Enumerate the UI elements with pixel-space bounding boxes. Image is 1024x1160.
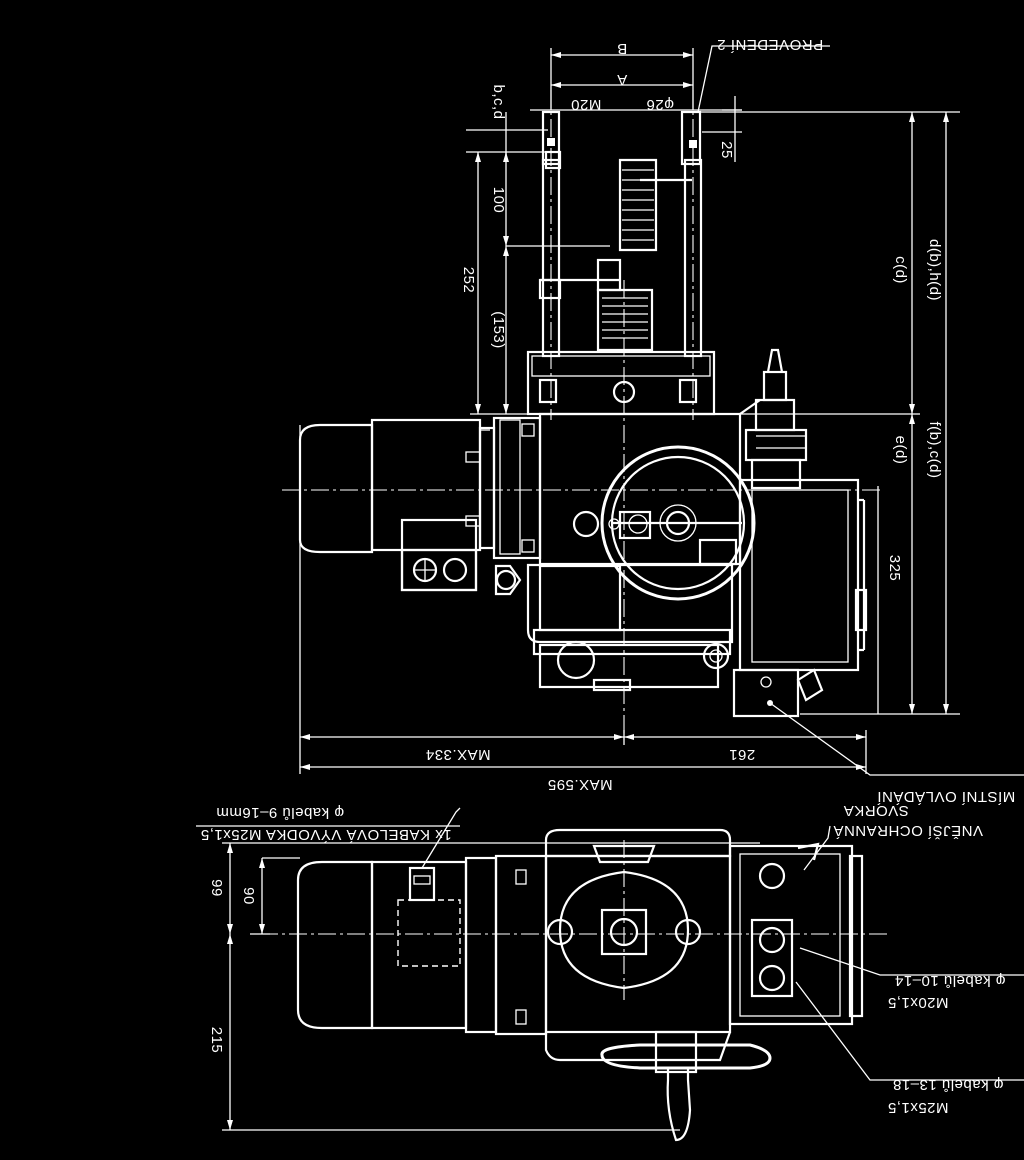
label-fbc: f(b),c(d) [926, 422, 943, 479]
label-261: 261 [729, 746, 756, 763]
label-provedeni: PROVEDENÍ 2 [717, 36, 823, 53]
lifting-mechanism [526, 110, 716, 416]
label-100: 100 [490, 187, 507, 214]
label-kab-vyvodka: 1x KABELOVÁ VÝVODKA M25x1,5 [200, 826, 451, 843]
label-99: 99 [208, 879, 225, 897]
label-325: 325 [886, 555, 903, 582]
label-m20: M20 [571, 96, 602, 113]
label-90: 90 [240, 887, 257, 905]
motor-terminal-box [400, 518, 478, 592]
lower-top-view [260, 828, 890, 1142]
label-max595: MAX.595 [547, 776, 612, 793]
motor-top [296, 856, 498, 1034]
electric-motor [298, 418, 496, 554]
control-box-top [728, 842, 864, 1026]
gearbox-top [494, 828, 732, 1062]
label-bcd: b,c,d [490, 84, 507, 119]
label-phi26: φ26 [646, 96, 674, 113]
lower-dimensions [196, 807, 1024, 1131]
label-dim-b: B [617, 40, 628, 57]
label-m20x15: M20x1,5 [887, 994, 948, 1011]
label-252: 252 [460, 267, 477, 294]
label-kabel-10-14: φ kabelů 10–14 [895, 972, 1006, 989]
label-vnejsi: VNĚJŠÍ OCHRANNÁ [833, 822, 983, 839]
handwheel-top [600, 1030, 772, 1142]
label-kabel-13-18: φ kabelů 13–18 [893, 1076, 1004, 1093]
label-ed: e(d) [892, 436, 909, 465]
drawing-labels: PROVEDENÍ 2 B A M20 φ26 b,c,d 25 100 252… [200, 36, 1015, 1116]
label-max334: MAX.334 [425, 746, 490, 763]
label-m25x15: M25x1,5 [887, 1099, 948, 1116]
label-25: 25 [718, 141, 735, 159]
cable-gland-upper [744, 348, 808, 490]
label-153: (153) [490, 311, 507, 349]
label-svorka: SVORKA [843, 802, 909, 819]
label-cd: c(d) [892, 256, 909, 284]
label-mistni: MÍSTNÍ OVLÁDÁNÍ [876, 788, 1015, 805]
label-dim-a: A [617, 71, 628, 88]
upper-side-view [282, 90, 880, 740]
handwheel [572, 445, 756, 601]
label-dbd: d(b),h(d) [926, 239, 943, 301]
upper-dimensions [299, 45, 1024, 776]
label-kabel-9-16: φ kabelů 9–16mm [216, 804, 344, 821]
lower-gear-housing [494, 563, 734, 692]
label-215: 215 [208, 1027, 225, 1054]
